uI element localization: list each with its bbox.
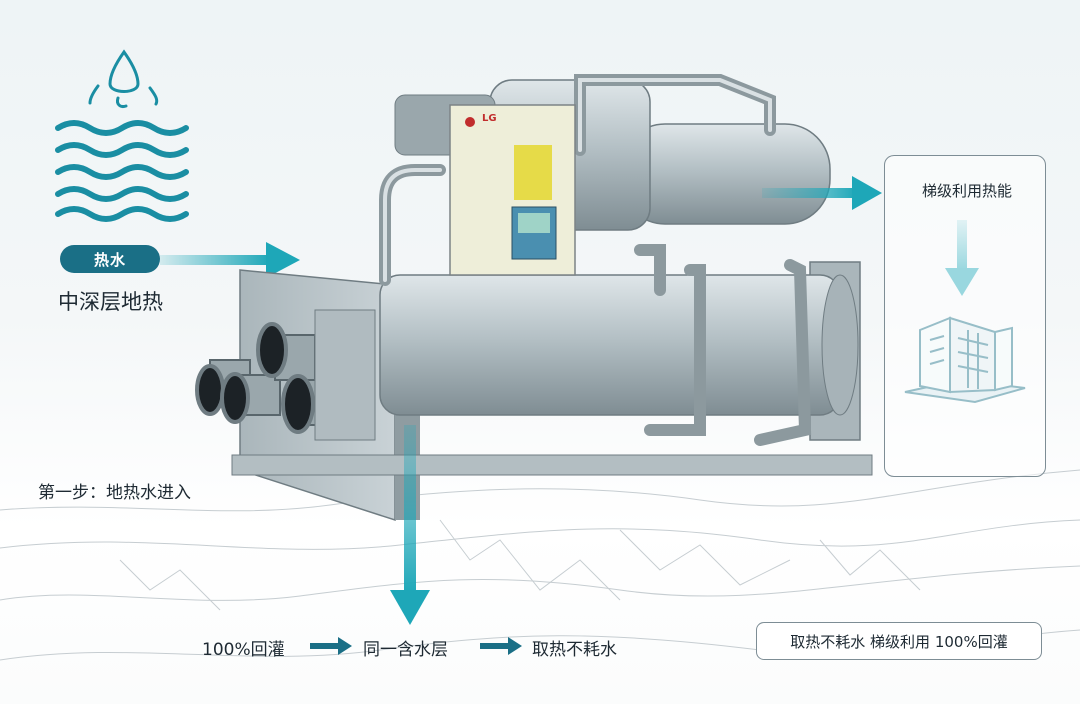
heat-usage-box [884,155,1046,477]
summary-box: 取热不耗水 梯级利用 100%回灌 [756,622,1042,660]
hot-water-pill: 热水 [60,245,160,273]
water-drops-icon [88,49,159,108]
inflow-arrow-icon [160,242,300,278]
reinjection-arrow-icon [390,425,430,625]
flow-step-reinjection: 100%回灌 [202,640,285,660]
flow-step-aquifer: 同一含水层 [363,640,448,660]
flow-arrow-icon-1 [310,637,352,655]
brand-logo: LG [482,113,497,124]
flow-step-no-water-loss: 取热不耗水 [532,640,617,660]
flow-arrow-icon-2 [480,637,522,655]
step-label: 第一步：地热水进入 [38,483,191,503]
geothermal-source-label: 中深层地热 [58,290,163,314]
heat-usage-title: 梯级利用热能 [921,182,1012,200]
water-waves-icon [55,120,189,222]
heat-output-arrow-icon [762,176,882,210]
heat-pump-unit [195,74,873,522]
